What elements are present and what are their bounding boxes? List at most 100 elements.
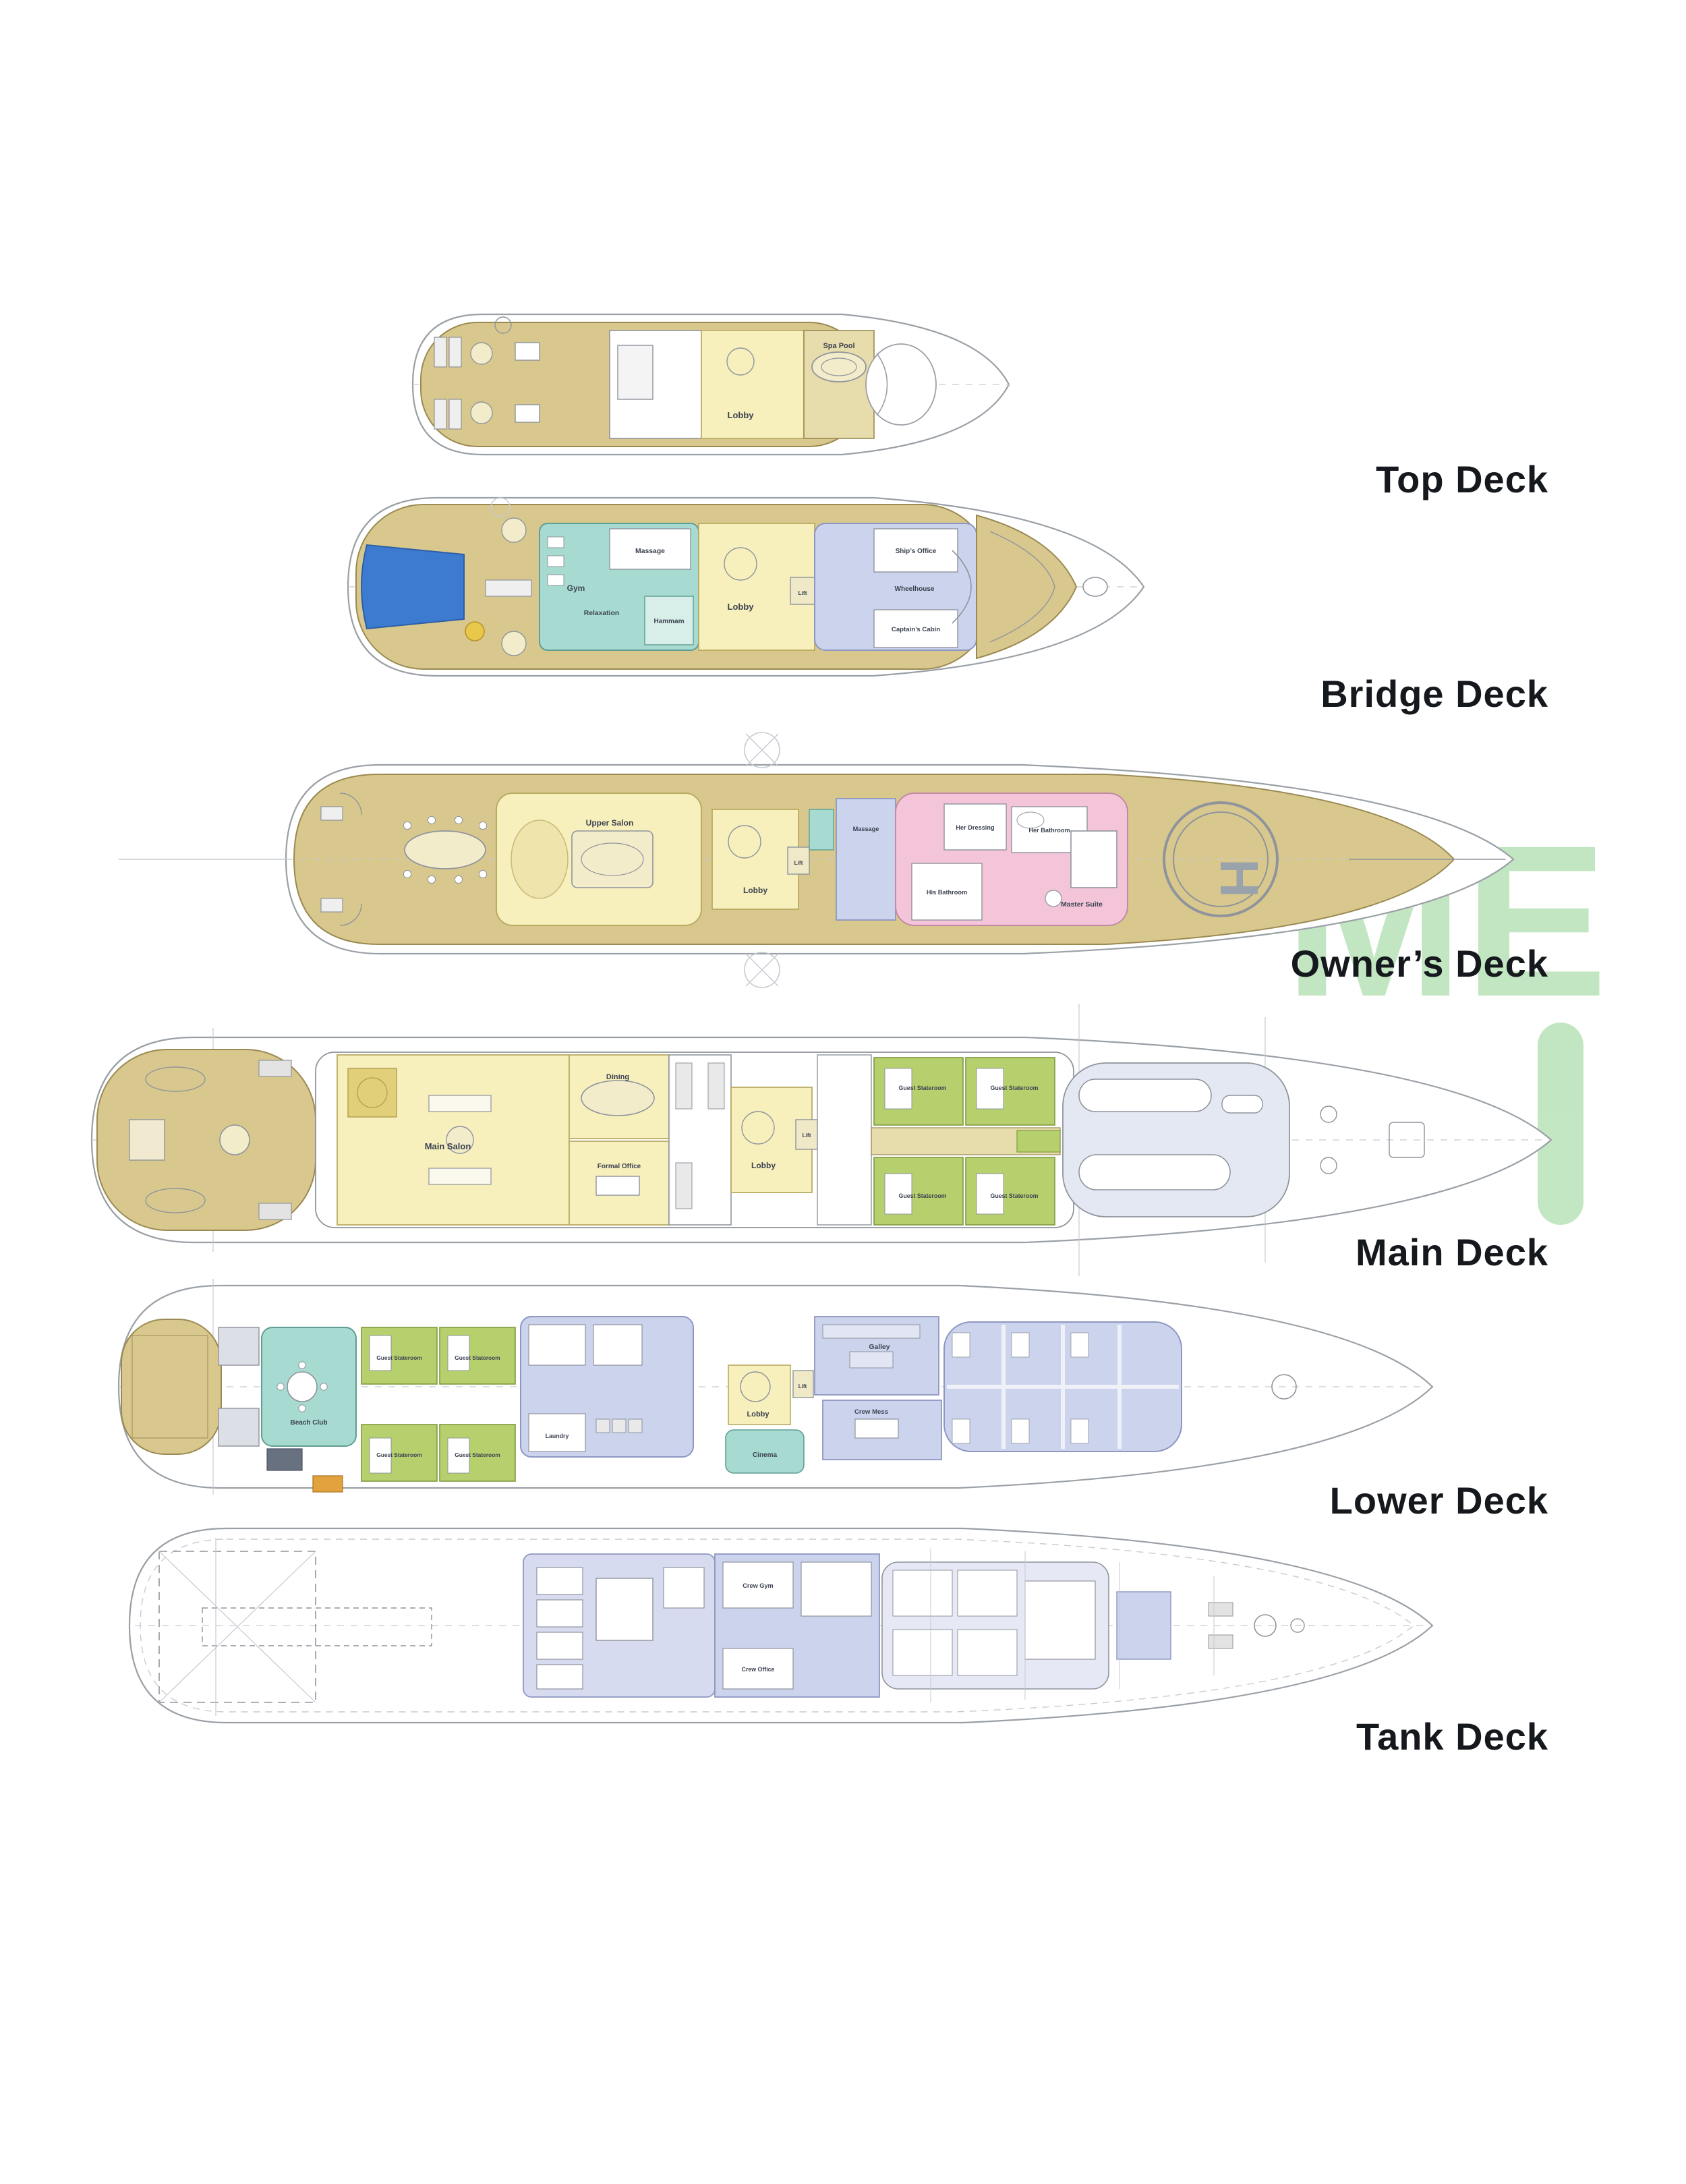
crew-cabin bbox=[957, 1570, 1018, 1617]
washer bbox=[595, 1418, 610, 1433]
seat bbox=[320, 806, 343, 821]
thruster bbox=[1271, 1374, 1297, 1400]
table bbox=[515, 342, 540, 361]
deck-label-tank-deck: Tank Deck bbox=[1356, 1715, 1548, 1758]
room-label-upper-salon: Upper Salon bbox=[586, 818, 634, 828]
room-label-crew-gym: Crew Gym bbox=[743, 1582, 773, 1589]
room-label-lobby: Lobby bbox=[751, 1161, 776, 1170]
lounger bbox=[434, 337, 447, 368]
engine-unit bbox=[536, 1567, 583, 1595]
gym-equipment bbox=[547, 536, 564, 548]
spa-pool-tub bbox=[811, 351, 867, 382]
room-label-dining: Dining bbox=[606, 1073, 629, 1081]
winch bbox=[1320, 1105, 1337, 1123]
chair bbox=[454, 875, 463, 884]
room-label-guest-stateroom: Guest Stateroom bbox=[376, 1354, 422, 1361]
room-label-massage: Massage bbox=[635, 548, 665, 555]
stair bbox=[726, 347, 755, 376]
lift-shaft bbox=[792, 1370, 814, 1398]
lift-shaft bbox=[787, 846, 810, 875]
pantry bbox=[809, 809, 834, 851]
lounger bbox=[434, 399, 447, 430]
room-label-galley: Galley bbox=[869, 1344, 890, 1351]
tender-boat bbox=[1078, 1079, 1212, 1112]
deck-label-top-deck: Top Deck bbox=[1376, 458, 1548, 500]
side-stair bbox=[258, 1060, 292, 1077]
massage-dressing-block bbox=[836, 798, 896, 921]
davit-crane bbox=[745, 733, 779, 767]
lobby-area bbox=[701, 330, 805, 439]
chair bbox=[403, 821, 412, 830]
room-label-beach-club: Beach Club bbox=[290, 1419, 327, 1427]
room-label-her-dressing: Her Dressing bbox=[956, 824, 994, 831]
room-label-lobby: Lobby bbox=[728, 410, 755, 420]
lobby-area bbox=[728, 1364, 791, 1425]
room-label-crew-office: Crew Office bbox=[742, 1666, 775, 1673]
stair bbox=[741, 1111, 775, 1145]
mast bbox=[494, 316, 512, 334]
chair bbox=[478, 821, 488, 830]
desk bbox=[595, 1176, 640, 1196]
room-label-gym: Gym bbox=[567, 583, 585, 593]
bathtub bbox=[1016, 811, 1045, 829]
stores-room bbox=[801, 1561, 872, 1617]
crew-cabin bbox=[892, 1570, 953, 1617]
massage-room bbox=[609, 528, 691, 570]
winch bbox=[1320, 1157, 1337, 1174]
table bbox=[501, 631, 527, 656]
bunk bbox=[1011, 1418, 1030, 1444]
engine-unit bbox=[536, 1632, 583, 1660]
bunk bbox=[952, 1332, 970, 1358]
mosaic-rug-ring bbox=[357, 1077, 388, 1108]
table bbox=[219, 1124, 250, 1155]
sofa bbox=[145, 1188, 206, 1213]
main-engine bbox=[595, 1578, 653, 1641]
davit-crane bbox=[744, 732, 780, 768]
service-rooms bbox=[817, 1054, 872, 1226]
room-label-lift: Lift bbox=[798, 590, 807, 596]
guest-bed bbox=[447, 1335, 470, 1371]
davit-crane bbox=[745, 953, 779, 987]
jetski bbox=[1221, 1095, 1263, 1114]
deck-label-bridge-deck: Bridge Deck bbox=[1320, 672, 1548, 715]
room-label-hammam: Hammam bbox=[653, 618, 684, 625]
gym-equipment bbox=[547, 574, 564, 586]
bunk bbox=[1011, 1332, 1030, 1358]
helipad-inner bbox=[1173, 811, 1269, 907]
gear-box bbox=[312, 1475, 343, 1493]
room-label-guest-stateroom: Guest Stateroom bbox=[991, 1192, 1039, 1199]
lift-shaft bbox=[795, 1119, 818, 1150]
chair bbox=[454, 815, 463, 825]
service-room bbox=[593, 1324, 643, 1366]
deck-label-owners-deck: Owner’s Deck bbox=[1291, 942, 1548, 985]
davit-crane bbox=[744, 952, 780, 988]
room-label-main-salon: Main Salon bbox=[425, 1141, 471, 1151]
crew-gym-room bbox=[722, 1561, 794, 1609]
keel-tank bbox=[202, 1607, 432, 1646]
stool bbox=[298, 1361, 306, 1369]
helipad-h-mark: H bbox=[1209, 859, 1269, 898]
table bbox=[470, 401, 493, 424]
room-label-lift: Lift bbox=[802, 1132, 811, 1139]
counter bbox=[707, 1062, 725, 1110]
bow-lounge bbox=[865, 343, 937, 426]
crew-cabin bbox=[892, 1629, 953, 1676]
counter bbox=[675, 1162, 693, 1209]
deck-label-lower-deck: Lower Deck bbox=[1330, 1479, 1548, 1522]
crew-cabin bbox=[957, 1629, 1018, 1676]
captains-cabin-room bbox=[873, 609, 958, 648]
foredeck-wedge bbox=[976, 514, 1078, 660]
guest-bed bbox=[976, 1173, 1004, 1215]
room-label-lobby: Lobby bbox=[728, 602, 755, 612]
table bbox=[129, 1119, 165, 1161]
salon-table bbox=[571, 830, 653, 888]
watermark-bar bbox=[1538, 1023, 1583, 1225]
washer bbox=[628, 1418, 643, 1433]
table bbox=[470, 342, 493, 365]
his-bathroom-room bbox=[911, 863, 983, 921]
island bbox=[849, 1351, 894, 1369]
room-label-guest-stateroom: Guest Stateroom bbox=[376, 1452, 422, 1458]
her-dressing-room bbox=[943, 803, 1007, 851]
